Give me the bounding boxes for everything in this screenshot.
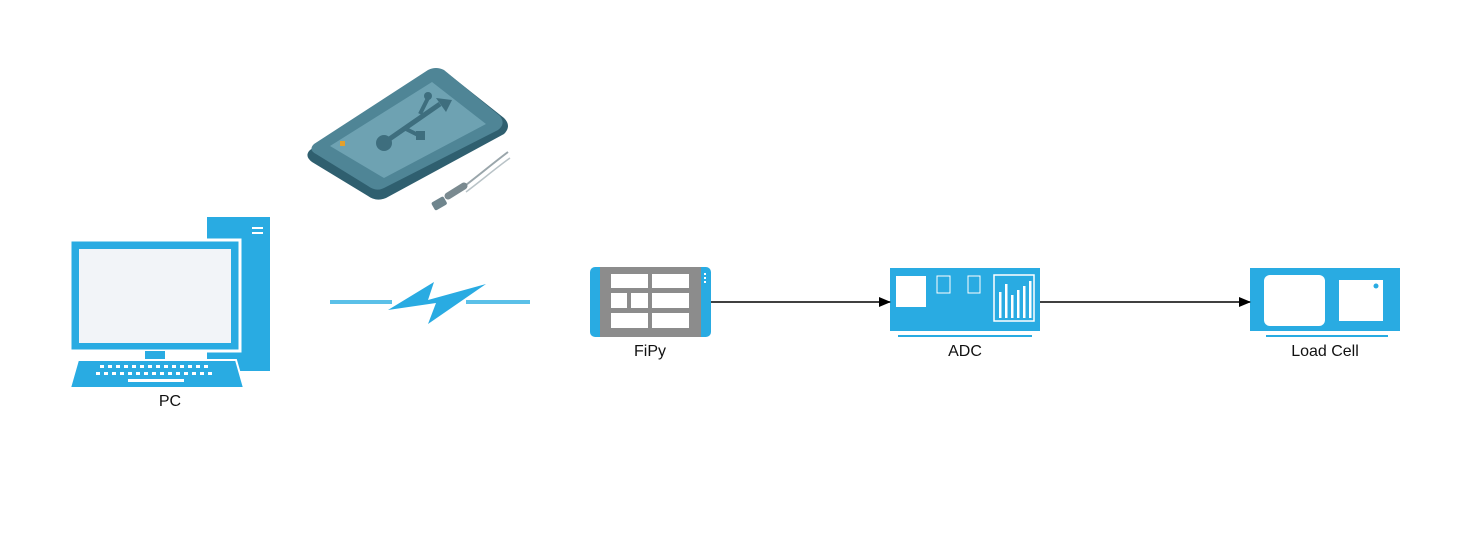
loadcell-label: Load Cell bbox=[1291, 343, 1359, 360]
usb-node[interactable] bbox=[307, 68, 511, 211]
adc-label: ADC bbox=[948, 343, 982, 360]
usb-drive-icon bbox=[307, 68, 511, 211]
wireless-node bbox=[330, 282, 530, 324]
pc-node[interactable]: PC bbox=[68, 217, 270, 410]
adc-board-icon bbox=[890, 268, 1040, 337]
fipy-node[interactable]: FiPy bbox=[590, 267, 711, 360]
desktop-computer-icon bbox=[68, 217, 270, 389]
pc-label: PC bbox=[159, 393, 181, 410]
wireless-link-icon bbox=[330, 282, 530, 324]
load-cell-module-icon bbox=[1250, 268, 1400, 337]
fipy-board-icon bbox=[590, 267, 711, 337]
adc-node[interactable]: ADC bbox=[890, 268, 1040, 360]
loadcell-node[interactable]: Load Cell bbox=[1250, 268, 1400, 360]
fipy-label: FiPy bbox=[634, 343, 666, 360]
